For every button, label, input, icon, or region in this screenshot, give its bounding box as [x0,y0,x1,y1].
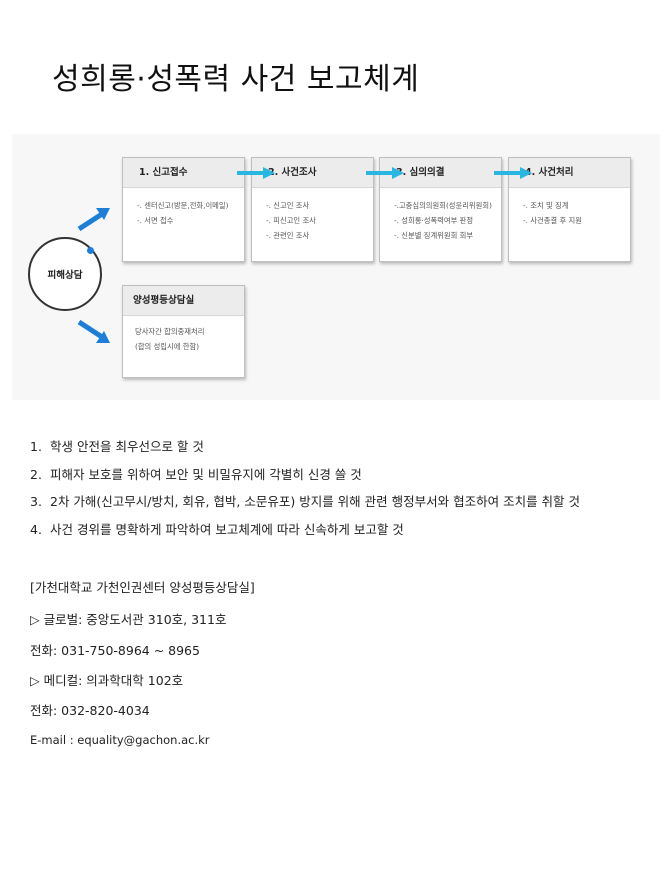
rules-list: 1. 학생 안전을 최우선으로 할 것 2. 피해자 보호를 위하여 보안 및 비밀… [30,437,580,547]
victim-counseling-label: 피해상담 [47,270,83,281]
arrow-right-icon [494,167,532,179]
step-card-deliberation: 3. 심의의결 -.고충심의의원회(성윤리위원회) -. 성희롱·성폭력여부 판… [379,157,502,262]
global-location-text: 글로벌: 중앙도서관 310호, 311호 [43,612,227,627]
contact-org: [가천대학교 가천인권센터 양성평등상담실] [30,580,255,595]
center-item: 당사자간 합의중재처리 [135,327,205,336]
step-item: -. 센터신고(방문,전화,이메일) [137,201,229,210]
arrow-up-right-icon [77,208,110,232]
contact-global-phone: 전화: 031-750-8964 ~ 8965 [30,643,200,658]
medical-location-text: 메디컬: 의과학대학 102호 [43,673,184,688]
center-title: 양성평등상담실 [123,286,244,316]
step-title: 1. 신고접수 [123,158,244,188]
step-item: -. 신분별 징계위원회 회부 [394,231,474,240]
step-item: -. 서면 접수 [137,216,174,225]
circle-dot-marker [87,247,94,254]
step-item: -. 피신고인 조사 [266,216,316,225]
step-card-report: 1. 신고접수 -. 센터신고(방문,전화,이메일) -. 서면 접수 [122,157,245,262]
contact-global-location: ▷글로벌: 중앙도서관 310호, 311호 [30,609,226,628]
rule-text: 학생 안전을 최우선으로 할 것 [50,439,204,454]
step-item: -. 조치 및 징계 [523,201,569,210]
arrow-right-icon [366,167,404,179]
rule-number: 4. [30,521,42,537]
arrow-right-icon [237,167,275,179]
rule-item: 4. 사건 경위를 명확하게 파악하여 보고체계에 따라 신속하게 보고할 것 [30,520,580,548]
step-title: 4. 사건처리 [509,158,630,188]
rule-item: 2. 피해자 보호를 위하여 보안 및 비밀유지에 각별히 신경 쓸 것 [30,465,580,493]
rule-text: 2차 가해(신고무시/방치, 회유, 협박, 소문유포) 방지를 위해 관련 행… [50,494,581,509]
step-item: -. 성희롱·성폭력여부 판정 [394,216,474,225]
rule-item: 1. 학생 안전을 최우선으로 할 것 [30,437,580,465]
page-title: 성희롱·성폭력 사건 보고체계 [52,62,420,97]
triangle-bullet-icon: ▷ [30,673,40,688]
rule-number: 2. [30,466,42,482]
step-item: -. 사건종결 후 지원 [523,216,582,225]
rule-number: 3. [30,494,42,509]
step-item: -.고충심의의원회(성윤리위원회) [394,201,492,210]
rule-text: 사건 경위를 명확하게 파악하여 보고체계에 따라 신속하게 보고할 것 [50,521,404,537]
contact-email: E-mail : equality@gachon.ac.kr [30,733,210,747]
contact-medical-phone: 전화: 032-820-4034 [30,703,150,718]
rule-item: 3. 2차 가해(신고무시/방치, 회유, 협박, 소문유포) 방지를 위해 관련… [30,492,580,520]
rule-text: 피해자 보호를 위하여 보안 및 비밀유지에 각별히 신경 쓸 것 [50,466,362,482]
rule-number: 1. [30,439,42,454]
counseling-center-card: 양성평등상담실 당사자간 합의중재처리 (합의 성립시에 한함) [122,285,245,378]
triangle-bullet-icon: ▷ [30,612,40,627]
contact-medical-location: ▷메디컬: 의과학대학 102호 [30,670,183,689]
step-item: -. 신고인 조사 [266,201,310,210]
center-item: (합의 성립시에 한함) [135,342,200,351]
step-item: -. 관련인 조사 [266,231,310,240]
arrow-down-right-icon [77,319,110,343]
